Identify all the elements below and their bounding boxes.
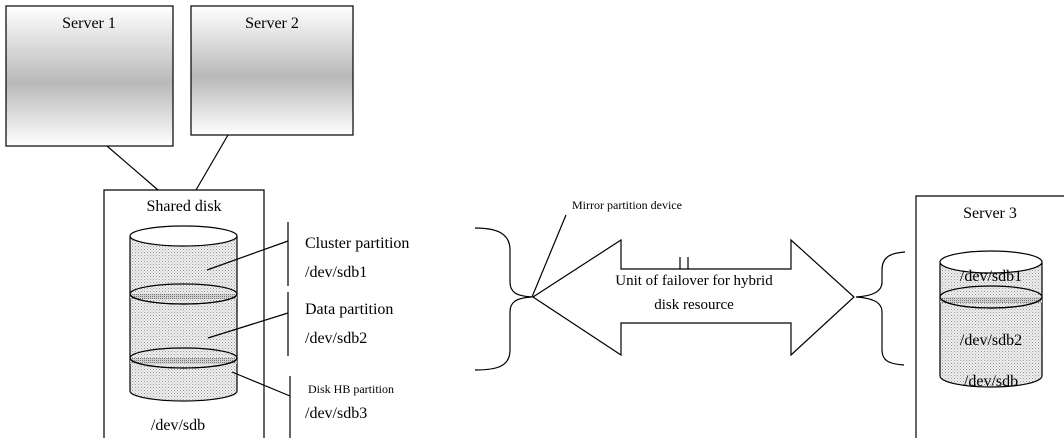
server-2-box — [190, 5, 354, 136]
cluster-partition-name: Cluster partition — [305, 235, 409, 252]
cluster-partition-device: /dev/sdb1 — [305, 264, 367, 281]
server-3-sdb1: /dev/sdb1 — [960, 268, 1022, 285]
server-3-disk-cylinder — [939, 250, 1043, 388]
server-3-box — [915, 195, 1064, 438]
server-1: Server 1 — [5, 5, 174, 147]
mirror-device-pointer — [531, 214, 567, 298]
server-3-sdb: /dev/sdb — [964, 373, 1018, 390]
server-3-label: Server 3 — [963, 205, 1017, 222]
disk-hb-partition-device: /dev/sdb3 — [305, 405, 367, 422]
mirror-device-label: Mirror partition device — [572, 198, 682, 212]
right-brace — [855, 251, 906, 366]
server-2-connection — [195, 134, 229, 191]
shared-disk-cylinder — [129, 225, 238, 402]
shared-disk-device: /dev/sdb — [151, 417, 205, 434]
failover-unit-line2: disk resource — [654, 297, 734, 313]
cluster-partition-pointer — [206, 240, 289, 271]
server-1-box — [5, 5, 174, 147]
shared-disk-box — [103, 189, 265, 438]
server-3-sdb2: /dev/sdb2 — [960, 332, 1022, 349]
left-brace — [474, 227, 533, 371]
data-partition-pointer — [207, 312, 289, 339]
failover-arrow — [531, 238, 855, 357]
disk-hb-partition-name: Disk HB partition — [308, 382, 394, 396]
disk-hb-partition-pointer — [231, 371, 291, 397]
server-2: Server 2 — [190, 5, 354, 136]
server-1-label: Server 1 — [62, 15, 116, 32]
failover-unit-line1: Unit of failover for hybrid — [615, 273, 773, 289]
data-partition-device: /dev/sdb2 — [305, 330, 367, 347]
data-partition-name: Data partition — [305, 301, 393, 318]
shared-disk-title: Shared disk — [146, 198, 221, 215]
server-2-label: Server 2 — [245, 15, 299, 32]
server-1-connection — [106, 145, 159, 191]
